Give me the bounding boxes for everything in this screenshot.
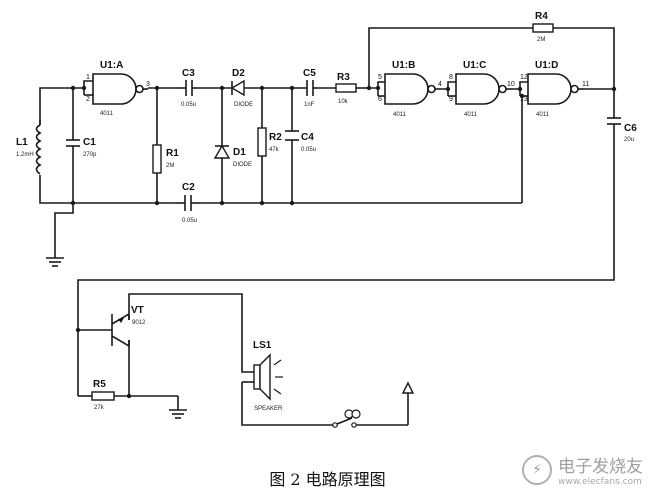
l1-inductor: L1 1.2mH	[16, 120, 45, 175]
ground-symbol-1	[46, 257, 64, 267]
r4-resistor: R4 2M	[532, 11, 554, 43]
u1a-pin-out: 3	[146, 81, 150, 88]
c4-ref: C4	[301, 132, 314, 143]
d2-value: DIODE	[234, 102, 253, 108]
l1-value: 1.2mH	[16, 152, 34, 158]
ls1-value: SPEAKER	[254, 406, 283, 412]
c4-value: 0.05u	[301, 147, 316, 153]
u1d-pin-in1: 12	[520, 74, 528, 81]
d1-diode: D1 DIODE	[213, 142, 252, 168]
u1c-pin-in1: 8	[449, 74, 453, 81]
ground-symbol-2	[169, 409, 187, 419]
u1b-pin-in2: 6	[378, 96, 382, 103]
r5-value: 27k	[94, 405, 105, 411]
r3-ref: R3	[337, 72, 350, 83]
u1d-ref: U1:D	[535, 60, 558, 71]
u1c-pin-out: 10	[507, 81, 515, 88]
u1a-pin-in2: 2	[86, 96, 90, 103]
switch	[332, 417, 357, 428]
watermark: ⚡ 电子发烧友 www.elecfans.com	[522, 452, 643, 487]
r5-resistor: R5 27k	[91, 379, 115, 411]
d1-value: DIODE	[233, 162, 252, 168]
c1-value: 270p	[83, 152, 97, 158]
ls1-speaker: LS1 SPEAKER	[253, 340, 283, 412]
r3-resistor: R3 10k	[335, 72, 357, 105]
u1d-nand-gate: U1:D 4011 12 13 11	[520, 60, 589, 118]
c2-capacitor: C2 0.05u	[175, 182, 201, 224]
c5-value: 1nF	[304, 102, 315, 108]
d2-diode: D2 DIODE	[230, 68, 253, 108]
junction-dots	[70, 85, 617, 399]
c6-ref: C6	[624, 123, 637, 134]
u1a-ref: U1:A	[100, 60, 123, 71]
d2-ref: D2	[232, 68, 245, 79]
figure-caption: 图 2 电路原理图	[269, 470, 386, 489]
l1-ref: L1	[16, 137, 28, 148]
r1-value: 2M	[166, 163, 174, 169]
c5-ref: C5	[303, 68, 316, 79]
u1c-pin-in2: 9	[449, 96, 453, 103]
u1d-pin-in2: 13	[520, 96, 528, 103]
u1b-ref: U1:B	[392, 60, 415, 71]
u1b-pin-out: 4	[438, 81, 442, 88]
u1a-pin-in1: 1	[86, 74, 90, 81]
watermark-logo-icon: ⚡	[522, 454, 552, 485]
c2-ref: C2	[182, 182, 195, 193]
battery-icon	[344, 409, 361, 419]
c6-capacitor: C6 20u	[607, 117, 637, 143]
ls1-ref: LS1	[253, 340, 272, 351]
circuit-schematic: U1:A 4011 1 2 3 U1:B 4011 5 6 4 U1:C 401…	[16, 11, 637, 428]
r5-ref: R5	[93, 379, 106, 390]
u1b-part: 4011	[393, 112, 407, 118]
c2-value: 0.05u	[182, 218, 197, 224]
u1c-ref: U1:C	[463, 60, 486, 71]
watermark-url: www.elecfans.com	[558, 477, 642, 487]
r1-ref: R1	[166, 148, 179, 159]
c3-capacitor: C3 0.05u	[178, 68, 200, 108]
vt-value: 9012	[132, 320, 146, 326]
c1-ref: C1	[83, 137, 96, 148]
r2-value: 47k	[269, 147, 280, 153]
c6-value: 20u	[624, 137, 634, 143]
r3-value: 10k	[338, 99, 349, 105]
vt-transistor: VT 9012	[111, 305, 146, 347]
r2-resistor: R2 47k	[257, 127, 282, 157]
u1a-part: 4011	[100, 111, 114, 117]
c1-capacitor: C1 270p	[66, 137, 97, 158]
r4-ref: R4	[535, 11, 548, 22]
supply-arrow-icon	[401, 381, 415, 394]
c5-capacitor: C5 1nF	[302, 68, 318, 108]
wires	[39, 27, 615, 426]
u1d-pin-out: 11	[582, 81, 589, 88]
c3-value: 0.05u	[181, 102, 196, 108]
c4-capacitor: C4 0.05u	[285, 130, 316, 153]
r4-value: 2M	[537, 37, 545, 43]
watermark-title: 电子发烧友	[558, 457, 643, 477]
vt-ref: VT	[131, 305, 144, 316]
u1c-nand-gate: U1:C 4011 8 9 10	[449, 60, 515, 118]
r1-resistor: R1 2M	[152, 144, 179, 174]
u1b-pin-in1: 5	[378, 74, 382, 81]
u1d-part: 4011	[536, 112, 550, 118]
c3-ref: C3	[182, 68, 195, 79]
u1c-part: 4011	[464, 112, 478, 118]
r2-ref: R2	[269, 132, 282, 143]
u1b-nand-gate: U1:B 4011 5 6 4	[378, 60, 442, 118]
u1a-nand-gate: U1:A 4011 1 2 3	[86, 60, 150, 117]
d1-ref: D1	[233, 147, 246, 158]
